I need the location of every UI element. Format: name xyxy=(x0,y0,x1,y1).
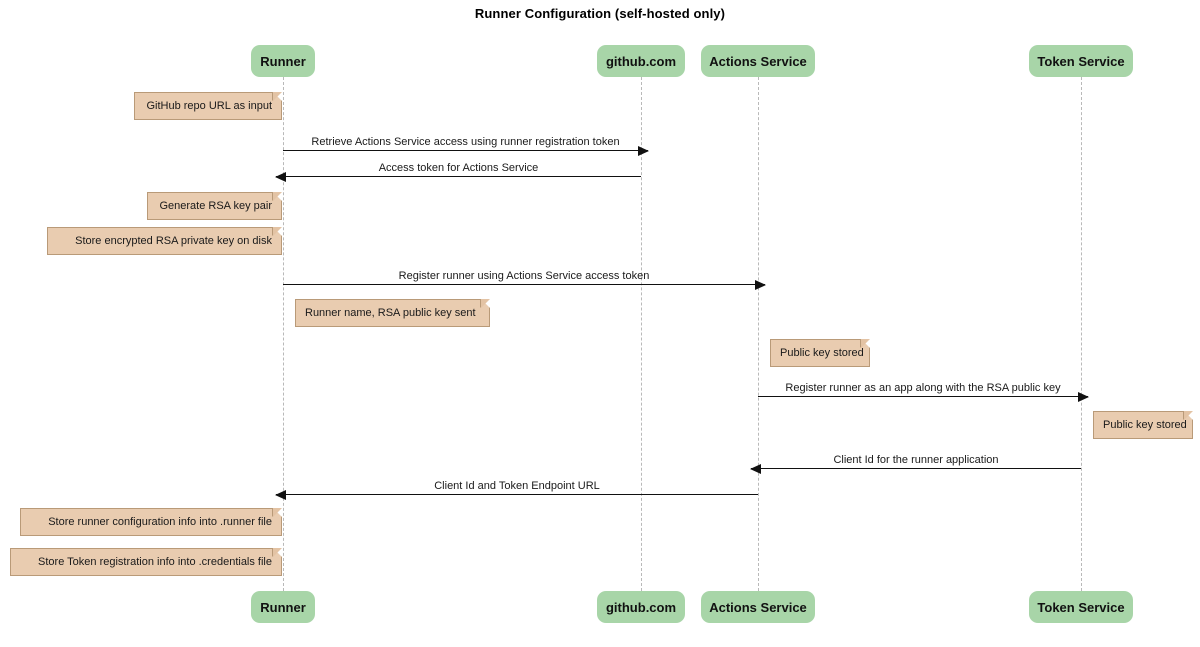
lifeline-token xyxy=(1081,77,1082,591)
note-text: Public key stored xyxy=(780,347,864,359)
note-pubkey-token: Public key stored xyxy=(1093,411,1193,439)
lifeline-github xyxy=(641,77,642,591)
msg-access-token: Access token for Actions Service xyxy=(275,162,641,182)
participant-top-github[interactable]: github.com xyxy=(597,45,685,77)
participant-label: Token Service xyxy=(1037,53,1125,69)
note-gen-rsa: Generate RSA key pair xyxy=(147,192,282,220)
participant-label: Actions Service xyxy=(709,599,807,615)
participant-label: Runner xyxy=(260,599,306,615)
message-label: Retrieve Actions Service access using ru… xyxy=(311,136,620,148)
msg-register-app: Register runner as an app along with the… xyxy=(758,382,1089,402)
message-label: Register runner using Actions Service ac… xyxy=(398,270,650,282)
page-title: Runner Configuration (self-hosted only) xyxy=(474,6,726,21)
arrowhead-right-icon xyxy=(638,145,649,156)
participant-label: Runner xyxy=(260,53,306,69)
note-store-creds: Store Token registration info into .cred… xyxy=(10,548,282,576)
note-repo-url: GitHub repo URL as input xyxy=(134,92,282,120)
msg-client-id: Client Id for the runner application xyxy=(750,454,1081,474)
participant-bottom-actions[interactable]: Actions Service xyxy=(701,591,815,623)
note-text: Public key stored xyxy=(1103,419,1187,431)
participant-label: Token Service xyxy=(1037,599,1125,615)
note-pubkey-actions: Public key stored xyxy=(770,339,870,367)
participant-bottom-runner[interactable]: Runner xyxy=(251,591,315,623)
message-label: Register runner as an app along with the… xyxy=(785,382,1061,394)
participant-bottom-token[interactable]: Token Service xyxy=(1029,591,1133,623)
note-store-priv-key: Store encrypted RSA private key on disk xyxy=(47,227,282,255)
note-text: Runner name, RSA public key sent xyxy=(305,307,476,319)
participant-bottom-github[interactable]: github.com xyxy=(597,591,685,623)
message-label: Client Id for the runner application xyxy=(833,454,999,466)
note-store-runner: Store runner configuration info into .ru… xyxy=(20,508,282,536)
note-text: Generate RSA key pair xyxy=(159,200,272,212)
note-text: Store runner configuration info into .ru… xyxy=(48,516,272,528)
participant-top-runner[interactable]: Runner xyxy=(251,45,315,77)
message-label: Client Id and Token Endpoint URL xyxy=(434,480,600,492)
participant-label: github.com xyxy=(605,53,677,69)
note-text: Store Token registration info into .cred… xyxy=(38,556,272,568)
msg-register-runner: Register runner using Actions Service ac… xyxy=(283,270,766,290)
participant-label: Actions Service xyxy=(709,53,807,69)
msg-client-id-endpoint: Client Id and Token Endpoint URL xyxy=(275,480,758,500)
arrowhead-right-icon xyxy=(1078,391,1089,402)
note-text: GitHub repo URL as input xyxy=(146,100,272,112)
arrowhead-left-icon xyxy=(275,489,286,500)
lifeline-actions xyxy=(758,77,759,591)
participant-top-actions[interactable]: Actions Service xyxy=(701,45,815,77)
arrowhead-left-icon xyxy=(275,171,286,182)
note-runner-name: Runner name, RSA public key sent xyxy=(295,299,490,327)
arrowhead-right-icon xyxy=(755,279,766,290)
message-label: Access token for Actions Service xyxy=(378,162,539,174)
participant-label: github.com xyxy=(605,599,677,615)
arrowhead-left-icon xyxy=(750,463,761,474)
lifeline-runner xyxy=(283,77,284,591)
note-text: Store encrypted RSA private key on disk xyxy=(75,235,272,247)
participant-top-token[interactable]: Token Service xyxy=(1029,45,1133,77)
msg-retrieve-access: Retrieve Actions Service access using ru… xyxy=(283,136,649,156)
